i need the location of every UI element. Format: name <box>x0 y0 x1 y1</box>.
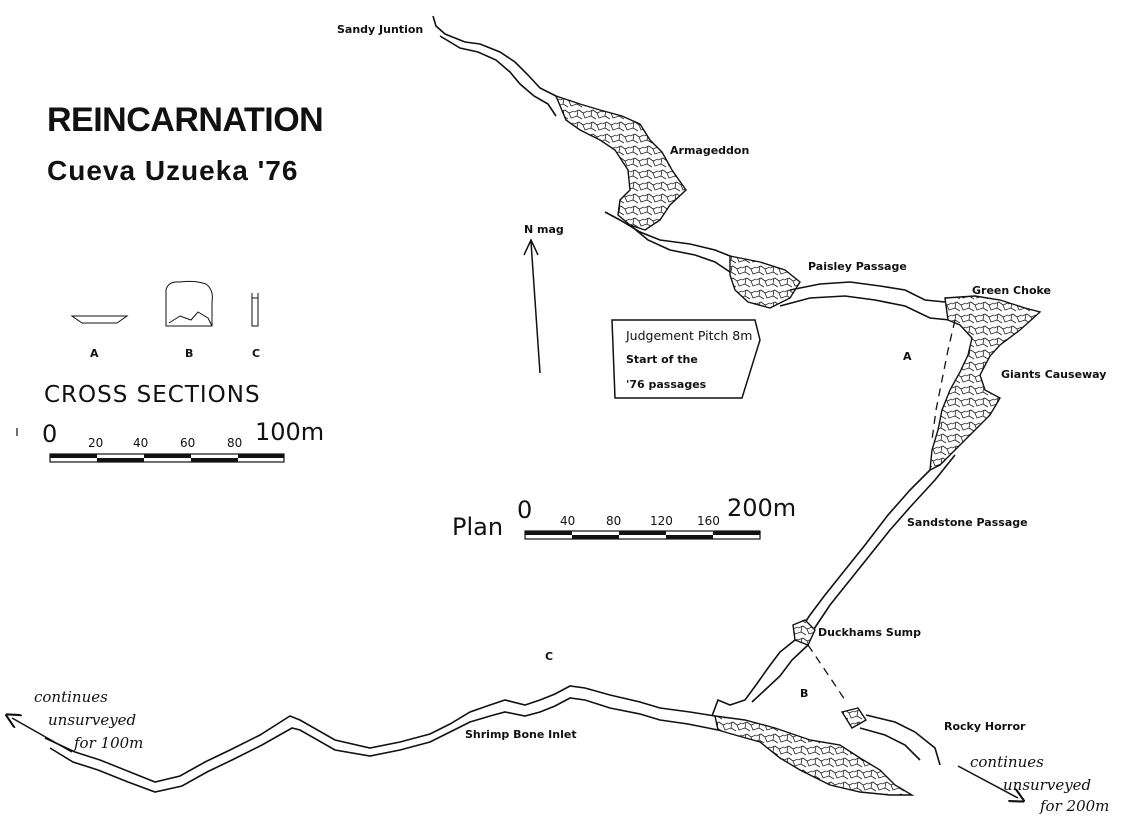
label-giants-causeway: Giants Causeway <box>1001 368 1106 381</box>
plan-scale-tick-200m: 200m <box>727 494 796 522</box>
continues-right-arrow <box>957 765 1018 798</box>
cs-scale-tick-40: 40 <box>133 436 148 450</box>
continues-right-line3: for 200m <box>1039 797 1109 815</box>
giants-causeway <box>929 295 1042 472</box>
section-marker-b: B <box>800 687 808 700</box>
map-title: REINCARNATION <box>47 101 323 139</box>
rocky-horror-chamber <box>714 715 915 796</box>
cross-section-scale-bar <box>16 428 285 463</box>
judgement-pitch-line1: Judgement Pitch 8m <box>625 328 752 343</box>
passage-sandy-junction <box>432 15 567 116</box>
cs-scale-tick-80: 80 <box>227 436 242 450</box>
continues-left-arrow <box>12 718 73 753</box>
continues-right-line1: continues <box>970 753 1044 771</box>
plan-scale-tick-80: 80 <box>606 514 621 528</box>
plan-scale-tick-0: 0 <box>517 496 532 524</box>
label-shrimp-bone-inlet: Shrimp Bone Inlet <box>465 728 577 741</box>
cross-section-a-shape <box>70 315 129 324</box>
map-subtitle: Cueva Uzueka '76 <box>47 155 298 186</box>
cross-section-b-shape <box>165 280 213 327</box>
section-marker-c: C <box>545 650 553 663</box>
plan-scale-tick-40: 40 <box>560 514 575 528</box>
continues-left-line1: continues <box>34 688 108 706</box>
cave-passages <box>44 15 1042 796</box>
survey-line-duckhams <box>807 644 846 701</box>
label-sandy-junction: Sandy Juntion <box>337 23 423 36</box>
survey-line-giants <box>931 319 956 441</box>
paisley-passage <box>789 281 946 303</box>
plan-scale-bar <box>524 530 761 540</box>
cross-section-c-label: C <box>252 347 260 360</box>
continues-left-line3: for 100m <box>73 734 143 752</box>
label-armageddon: Armageddon <box>670 144 749 157</box>
cross-section-b-label: B <box>185 347 193 360</box>
paisley-boulders <box>729 255 801 309</box>
section-marker-a: A <box>903 350 912 363</box>
judgement-pitch-line3: '76 passages <box>626 378 707 391</box>
judgement-pitch-box <box>611 319 761 399</box>
cross-sections-heading: CROSS SECTIONS <box>44 382 261 408</box>
label-green-choke: Green Choke <box>972 284 1051 297</box>
label-rocky-horror: Rocky Horror <box>944 720 1026 733</box>
sandstone-passage <box>799 469 931 631</box>
shrimp-bone-inlet <box>44 685 716 783</box>
cross-section-a-label: A <box>90 347 99 360</box>
cs-scale-tick-20: 20 <box>88 436 103 450</box>
cs-scale-tick-0: 0 <box>42 420 57 448</box>
cross-section-symbols <box>70 280 259 327</box>
plan-scale-tick-120: 120 <box>650 514 673 528</box>
judgement-pitch-line2: Start of the <box>626 353 698 366</box>
label-paisley-passage: Paisley Passage <box>808 260 907 273</box>
plan-scale-label: Plan <box>452 513 503 541</box>
cross-section-c-shape <box>251 293 259 327</box>
continues-left-line2: unsurveyed <box>48 711 136 729</box>
label-duckhams-sump: Duckhams Sump <box>818 626 921 639</box>
duckhams-sump <box>792 619 816 646</box>
plan-scale-tick-160: 160 <box>697 514 720 528</box>
north-label: N mag <box>524 223 564 236</box>
cs-scale-tick-60: 60 <box>180 436 195 450</box>
armageddon-chamber <box>554 94 687 231</box>
label-sandstone-passage: Sandstone Passage <box>907 516 1028 529</box>
north-arrow <box>530 241 541 374</box>
cs-scale-tick-100m: 100m <box>255 418 324 446</box>
continues-right-line2: unsurveyed <box>1003 776 1091 794</box>
